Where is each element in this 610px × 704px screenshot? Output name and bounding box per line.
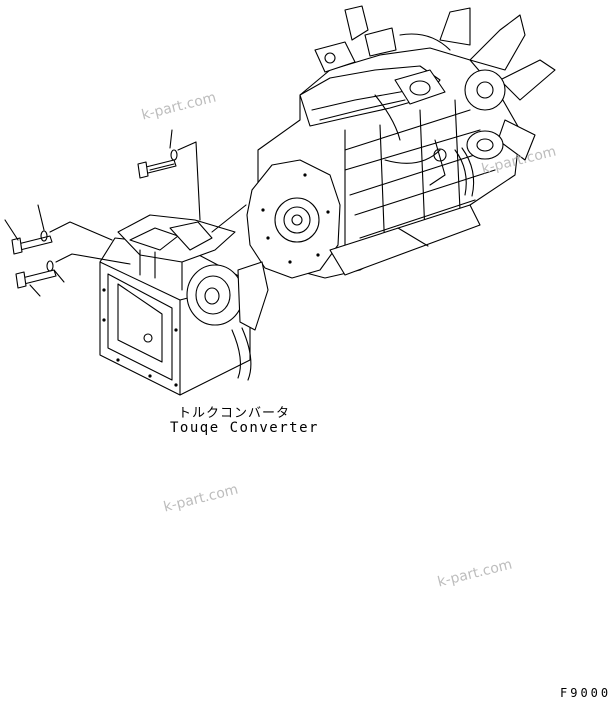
bolt-left-1 xyxy=(11,235,53,255)
washer-left-1 xyxy=(40,230,48,242)
bolt-left-2 xyxy=(15,269,57,289)
bolt-upper xyxy=(137,159,177,179)
figure-code: F9000 xyxy=(560,686,610,700)
engine-assembly xyxy=(246,5,556,279)
fan-blades xyxy=(439,7,556,161)
torque-converter-label-jp: トルクコンバータ xyxy=(178,406,291,421)
washer-upper xyxy=(170,149,178,161)
torque-converter-label-en: Touqe Converter xyxy=(170,420,319,436)
torque-converter-assembly xyxy=(99,204,269,396)
washer-left-2 xyxy=(46,260,54,272)
